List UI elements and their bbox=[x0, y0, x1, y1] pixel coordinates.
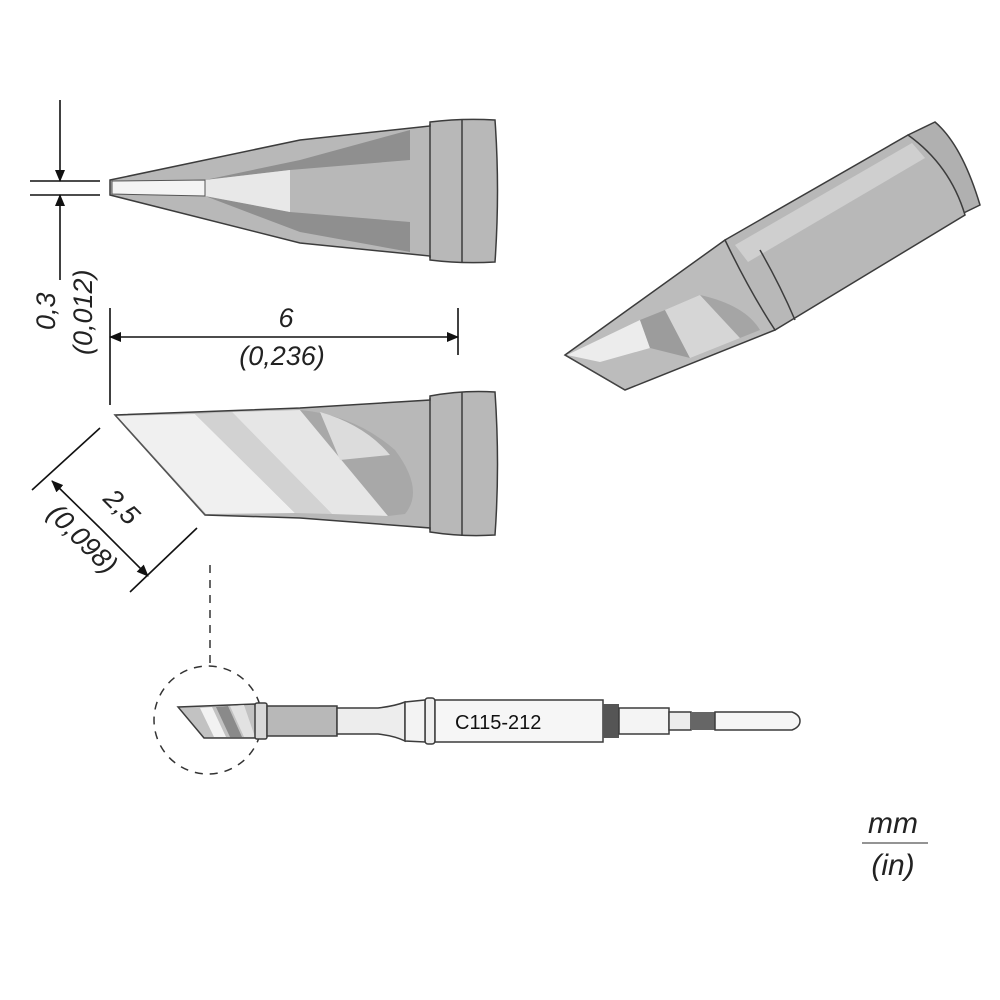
cartridge-pin bbox=[714, 711, 801, 731]
perspective-shaft-highlight bbox=[735, 143, 925, 262]
length-dimension: 6 (0,236) bbox=[109, 303, 459, 405]
cartridge-collar bbox=[254, 702, 268, 740]
perspective-ring bbox=[759, 249, 796, 321]
cartridge-rear-step bbox=[668, 711, 692, 731]
cartridge-knurl bbox=[603, 704, 619, 738]
side-view bbox=[113, 390, 499, 537]
part-number-label: C115-212 bbox=[455, 712, 541, 734]
cartridge-tip-stripe-1 bbox=[200, 707, 226, 737]
length-in-label: (0,236) bbox=[239, 341, 325, 371]
perspective-blade-dark bbox=[640, 310, 690, 358]
cartridge-view: C115-212 bbox=[153, 565, 801, 775]
blade-width-extension-bottom bbox=[129, 527, 198, 593]
top-view-bevel-upper bbox=[205, 130, 410, 180]
tip-thickness-dimension: 0,3 (0,012) bbox=[30, 100, 100, 355]
units-secondary-label: (in) bbox=[871, 849, 914, 882]
blade-width-arrow-top bbox=[51, 480, 101, 529]
cartridge-ring bbox=[424, 697, 436, 745]
tip-thickness-mm-label: 0,3 bbox=[31, 292, 61, 330]
cartridge-tip-stripe-3 bbox=[230, 705, 255, 737]
top-view-tip-edge bbox=[111, 179, 206, 197]
cartridge-rear-shaft bbox=[618, 707, 670, 735]
top-view-bevel-lower bbox=[205, 196, 410, 252]
units-primary-label: mm bbox=[868, 807, 918, 840]
cartridge-contact-ring bbox=[691, 712, 715, 730]
side-view-stripe-mid bbox=[195, 412, 332, 514]
side-view-oval bbox=[300, 410, 413, 516]
length-mm-label: 6 bbox=[278, 303, 294, 333]
perspective-blade-light bbox=[567, 320, 650, 362]
side-view-stripe-light-2 bbox=[232, 410, 388, 516]
units-legend: mm (in) bbox=[862, 807, 928, 882]
cartridge-body bbox=[434, 699, 604, 743]
cartridge-taper bbox=[336, 700, 406, 743]
blade-width-mm-label: 2,5 bbox=[97, 482, 146, 531]
tip-thickness-in-label: (0,012) bbox=[68, 269, 98, 355]
blade-width-arrow-bottom bbox=[99, 527, 149, 577]
side-view-oval-highlight bbox=[320, 412, 390, 460]
perspective-blade-mid bbox=[665, 295, 740, 358]
cartridge-body-neck bbox=[404, 699, 426, 743]
side-view-blade-edge bbox=[114, 414, 206, 516]
perspective-blade-curve bbox=[700, 295, 760, 338]
perspective-view bbox=[563, 121, 981, 391]
cartridge-tip-stripe-2 bbox=[216, 706, 242, 737]
side-view-stripe-light bbox=[117, 414, 295, 514]
blade-width-extension-top bbox=[31, 427, 101, 491]
top-view bbox=[109, 118, 499, 264]
perspective-blade-edge bbox=[564, 354, 626, 391]
cartridge-sleeve bbox=[266, 705, 338, 737]
